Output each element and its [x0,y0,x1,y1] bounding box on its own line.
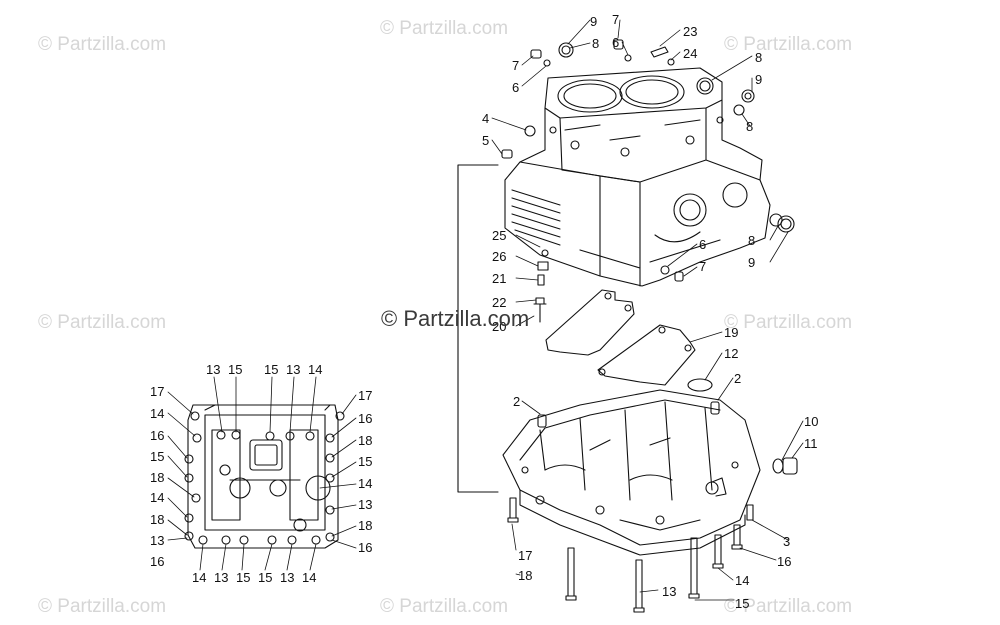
callout-label: 6 [512,80,519,95]
callout-label: 15 [258,570,272,585]
watermark: © Partzilla.com [724,312,853,333]
callout-label: 9 [755,72,762,87]
callout-label: 6 [612,35,619,50]
watermark: © Partzilla.com [38,34,167,55]
inset-crankcase-bottom [187,404,339,549]
callout-label: 15 [264,362,278,377]
callout-label: 17 [358,388,372,403]
callout-label: 13 [286,362,300,377]
callout-label: 17 [150,384,164,399]
watermark: © Partzilla.com [38,312,167,333]
callout-label: 10 [804,414,818,429]
callout-label: 15 [236,570,250,585]
callout-label: 7 [699,259,706,274]
callout-label: 15 [228,362,242,377]
callout-label: 24 [683,46,697,61]
callout-label: 18 [150,470,164,485]
callout-label: 16 [150,554,164,569]
callout-label: 9 [748,255,755,270]
callout-label: 22 [492,295,506,310]
fittings-top [501,39,795,323]
callout-label: 14 [150,490,164,505]
callout-label: 15 [358,454,372,469]
callout-label: 17 [518,548,532,563]
callout-label: 3 [783,534,790,549]
callout-label: 18 [518,568,532,583]
callout-label: 16 [150,428,164,443]
callout-label: 7 [512,58,519,73]
leader-lines [167,19,804,601]
watermark: © Partzilla.com [724,596,853,617]
callout-label: 20 [492,319,506,334]
callout-label: 15 [735,596,749,611]
callouts: 9 8 7 6 7 6 23 24 8 9 8 4 5 25 26 21 22 … [150,12,818,611]
callout-label: 14 [192,570,206,585]
watermark: © Partzilla.com [380,18,509,39]
callout-label: 13 [358,497,372,512]
callout-label: 8 [746,119,753,134]
upper-crankcase [504,67,771,287]
callout-label: 14 [308,362,322,377]
callout-label: 25 [492,228,506,243]
bolts [507,497,754,613]
callout-label: 9 [590,14,597,29]
callout-label: 16 [777,554,791,569]
watermark: © Partzilla.com [38,596,167,617]
callout-label: 14 [150,406,164,421]
callout-label: 18 [358,518,372,533]
callout-label: 8 [755,50,762,65]
inset-bolt-holes [184,411,345,545]
callout-label: 12 [724,346,738,361]
callout-label: 15 [150,449,164,464]
callout-label: 2 [734,371,741,386]
callout-label: 14 [358,476,372,491]
callout-label: 18 [358,433,372,448]
callout-label: 8 [748,233,755,248]
callout-label: 23 [683,24,697,39]
callout-label: 7 [612,12,619,27]
callout-label: 19 [724,325,738,340]
callout-label: 6 [699,237,706,252]
callout-label: 18 [150,512,164,527]
callout-label: 11 [804,436,818,451]
callout-label: 21 [492,271,506,286]
baffle-plates [545,289,713,392]
callout-label: 8 [592,36,599,51]
callout-label: 14 [735,573,749,588]
lower-crankcase [502,389,798,556]
callout-label: 2 [513,394,520,409]
assembly-bracket [457,164,499,493]
callout-label: 13 [214,570,228,585]
callout-label: 13 [662,584,676,599]
callout-label: 5 [482,133,489,148]
callout-label: 26 [492,249,506,264]
callout-label: 16 [358,411,372,426]
watermark: © Partzilla.com [724,34,853,55]
callout-label: 13 [206,362,220,377]
watermark: © Partzilla.com [380,596,509,617]
center-watermark: © Partzilla.com [381,306,530,331]
callout-label: 16 [358,540,372,555]
callout-label: 13 [280,570,294,585]
callout-label: 4 [482,111,489,126]
callout-label: 14 [302,570,316,585]
callout-label: 13 [150,533,164,548]
